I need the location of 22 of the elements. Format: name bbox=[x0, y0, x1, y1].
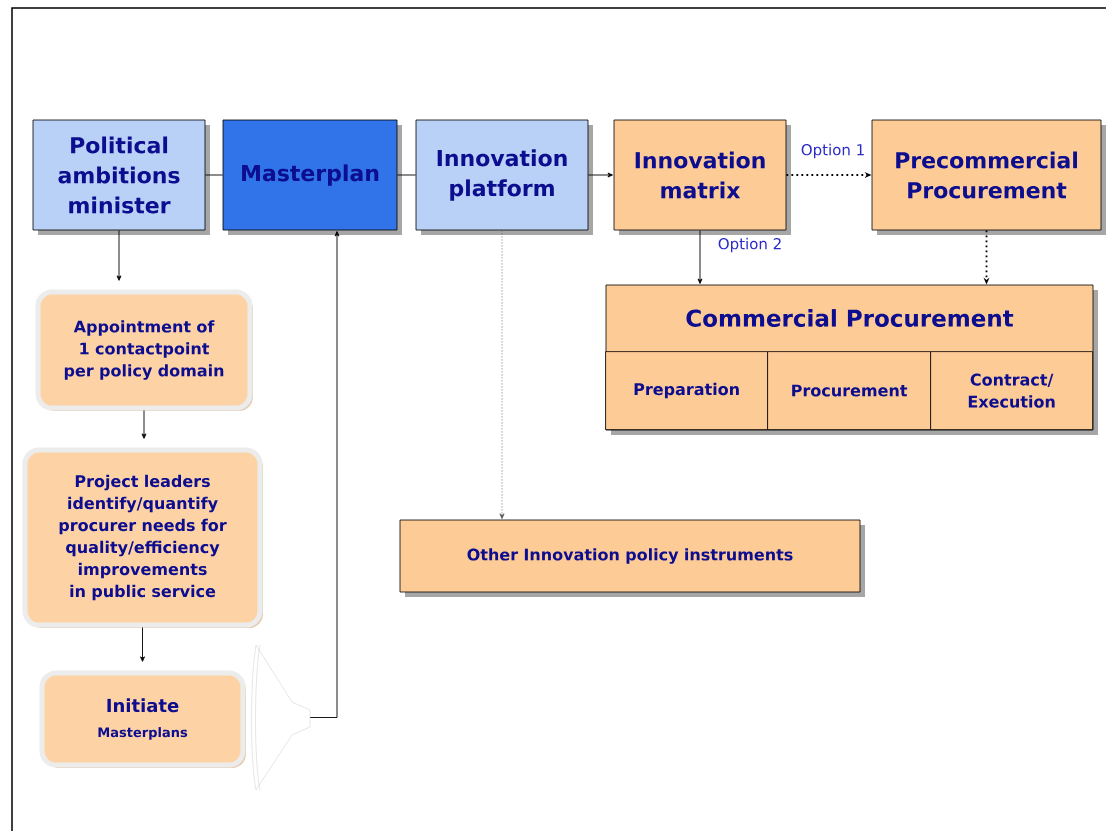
step-box: Initiate Masterplans bbox=[39, 670, 246, 768]
arrow bbox=[141, 410, 147, 439]
process-box: Political ambitions minister bbox=[32, 119, 210, 235]
process-box: Innovation matrix bbox=[613, 119, 791, 235]
process-box: Precommercial Procurement bbox=[871, 119, 1106, 235]
process-box: Innovation platform bbox=[415, 119, 593, 235]
step-box: Appointment of 1 contactpoint per policy domain bbox=[35, 289, 253, 411]
phase-cell: Procurement bbox=[767, 351, 931, 430]
arrow bbox=[499, 230, 505, 519]
arrow bbox=[587, 172, 613, 178]
arrow bbox=[697, 229, 703, 284]
arrow bbox=[309, 231, 340, 718]
phase-cell: Contract/ Execution bbox=[930, 351, 1093, 430]
process-box: Other Innovation policy instruments bbox=[399, 519, 865, 597]
arrow bbox=[116, 229, 122, 281]
arrow bbox=[140, 627, 145, 662]
process-box: Masterplan bbox=[222, 119, 402, 235]
step-box: Project leaders identify/quantify procurer needs for quality/efficiency improvements in public service bbox=[22, 447, 263, 628]
phase-cell: Preparation bbox=[605, 351, 768, 430]
edge-label: Option 2 bbox=[716, 236, 784, 254]
edge-label: Option 1 bbox=[799, 142, 867, 160]
funnel-drawing bbox=[251, 644, 311, 791]
